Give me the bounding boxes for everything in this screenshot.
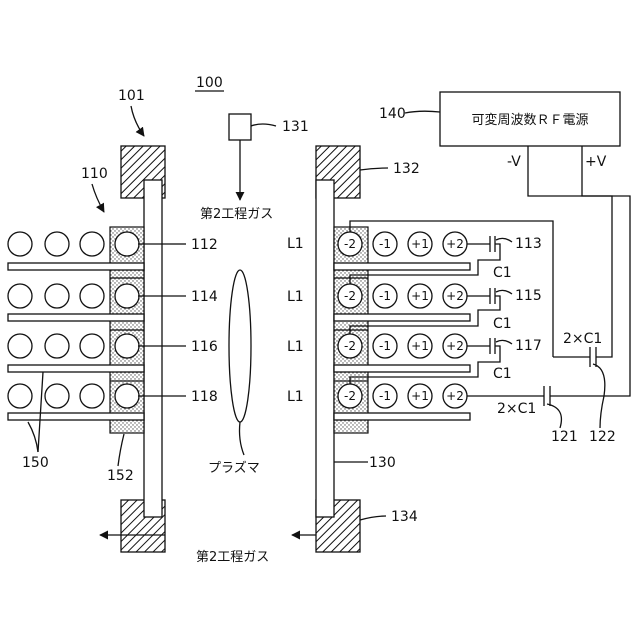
right-coil-row-4: -2 -1 +1 +2 (338, 384, 467, 408)
right-coil-row-3: -2 -1 +1 +2 (338, 334, 467, 358)
ref-130: 130 (369, 455, 396, 471)
ref-121-leader (547, 404, 561, 428)
ref-134-leader (360, 516, 386, 520)
ref-131-leader (251, 124, 276, 126)
plasma-leader (240, 422, 245, 455)
ref-132-leader (360, 168, 388, 170)
plasma-region (229, 270, 251, 422)
ref-117: 117 (515, 338, 542, 354)
plasma-label: プラズマ (208, 460, 260, 476)
coil-terminal-label: +1 (411, 237, 429, 251)
ref-134: 134 (391, 509, 418, 525)
left-dielectric-wall (144, 180, 162, 517)
coil-terminal-label: -2 (344, 389, 356, 403)
cap-2c1-upper-label: 2×C1 (563, 331, 602, 347)
l1-label-2: L1 (287, 289, 304, 305)
ref-121: 121 (551, 429, 578, 445)
left-coil-array (8, 227, 144, 433)
coil-terminal-label: +2 (446, 289, 464, 303)
coil-terminal-label: -1 (379, 339, 391, 353)
plus-v-label: +V (585, 154, 607, 170)
ref-118: 118 (191, 389, 218, 405)
left-coil-row-1 (8, 232, 144, 270)
ref-110-leader (92, 184, 104, 212)
ref-152-leader (118, 434, 124, 466)
ref-101: 101 (118, 88, 145, 104)
minus-v-label: -V (507, 154, 521, 170)
gas-inlet-box-131 (229, 114, 251, 140)
c1-label-3: C1 (493, 366, 512, 382)
c1-label-1: C1 (493, 265, 512, 281)
left-coil-row-3 (8, 334, 144, 372)
ref-150: 150 (22, 455, 49, 471)
ref-113: 113 (515, 236, 542, 252)
coil-terminal-label: -2 (344, 289, 356, 303)
right-coil-row-1: -2 -1 +1 +2 (338, 232, 467, 256)
ref-152: 152 (107, 468, 134, 484)
l1-label-3: L1 (287, 339, 304, 355)
ref-110: 110 (81, 166, 108, 182)
ref-150-leader-a (38, 372, 43, 452)
ref-131: 131 (282, 119, 309, 135)
c1-label-2: C1 (493, 316, 512, 332)
ref-150-leader-b (28, 422, 38, 452)
left-coil-row-2 (8, 284, 144, 321)
ref-122: 122 (589, 429, 616, 445)
ref-114: 114 (191, 289, 218, 305)
cap-2c1-lower-label: 2×C1 (497, 401, 536, 417)
coil-terminal-label: -2 (344, 237, 356, 251)
process-gas-in-label: 第2工程ガス (200, 207, 273, 222)
ref-140: 140 (379, 106, 406, 122)
coil-terminal-label: +2 (446, 339, 464, 353)
ref-112: 112 (191, 237, 218, 253)
ref-132: 132 (393, 161, 420, 177)
left-coil-row-4 (8, 384, 144, 420)
l1-label-1: L1 (287, 236, 304, 252)
coil-terminal-label: +1 (411, 289, 429, 303)
l1-label-4: L1 (287, 389, 304, 405)
ref-115: 115 (515, 288, 542, 304)
coil-terminal-label: +2 (446, 237, 464, 251)
ref-140-leader (405, 111, 440, 113)
coil-terminal-label: +1 (411, 389, 429, 403)
ref-101-leader (131, 106, 144, 136)
coil-terminal-label: +1 (411, 339, 429, 353)
process-gas-out-label: 第2工程ガス (196, 550, 269, 565)
coil-terminal-label: -1 (379, 237, 391, 251)
coil-terminal-label: -2 (344, 339, 356, 353)
right-coil-row-2: -2 -1 +1 +2 (338, 284, 467, 308)
ref-116: 116 (191, 339, 218, 355)
figure-number: 100 (196, 75, 223, 91)
coil-terminal-label: -1 (379, 389, 391, 403)
rf-source-label: 可変周波数ＲＦ電源 (471, 112, 588, 128)
coil-terminal-label: +2 (446, 389, 464, 403)
right-dielectric-wall (316, 180, 334, 517)
coil-terminal-label: -1 (379, 289, 391, 303)
